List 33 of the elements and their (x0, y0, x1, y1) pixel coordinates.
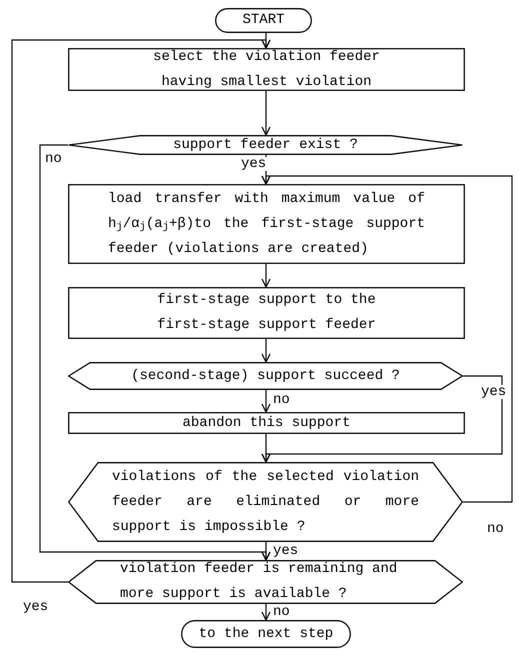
arrow (261, 175, 513, 503)
decision-hexagon (68, 462, 463, 542)
process-box (68, 184, 465, 264)
decision-hexagon (68, 362, 463, 390)
edge-label: yes (480, 385, 508, 399)
node-text: support feeder exist ? (172, 136, 359, 154)
edge-label: yes (22, 600, 50, 614)
terminal (181, 620, 351, 648)
arrow (261, 604, 271, 621)
edge-label: yes (240, 157, 268, 171)
node-text: violations of the selected violation feeder are eliminated or more support is impossible ? (112, 468, 419, 536)
terminal (215, 8, 312, 33)
node-text: to the next step (198, 624, 334, 644)
edge-label: yes (272, 544, 300, 558)
decision-hexagon (68, 560, 463, 604)
node-text: abandon this support (181, 414, 352, 432)
arrow (261, 542, 271, 561)
node-text: violation feeder is remaining and more support is available ? (120, 560, 398, 604)
arrow (11, 39, 271, 583)
node-text: load transfer with maximum value of h$_{j}$/α$_{j}$(a$_{j}$+β)to the first-stage support feeder (violations are created) (108, 190, 425, 258)
arrow (261, 434, 271, 463)
decision-hexagon (68, 135, 463, 155)
node-text: first-stage support to the first-stage support feeder (156, 291, 377, 335)
process-box (68, 287, 465, 339)
node-text: START (241, 11, 286, 30)
arrow (261, 339, 271, 363)
arrow (261, 390, 271, 413)
node-text: (second-stage) support succeed ? (130, 366, 401, 386)
process-box (68, 48, 465, 91)
node-text: select the violation feeder having smallest violation (152, 48, 381, 92)
process-box (68, 412, 465, 434)
arrow (261, 264, 271, 288)
arrow (261, 91, 271, 136)
